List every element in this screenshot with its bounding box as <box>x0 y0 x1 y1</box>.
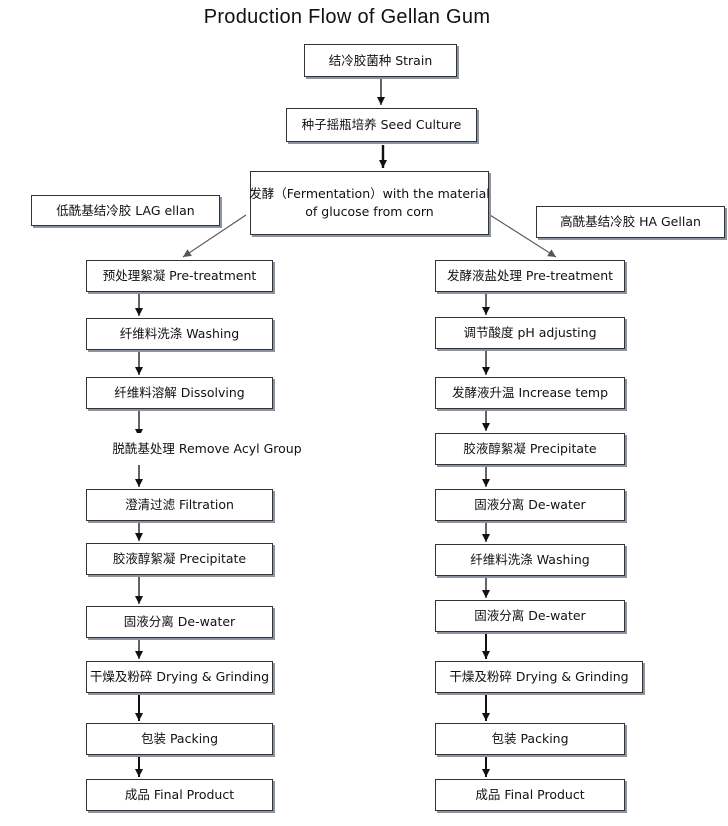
diagram-title: Production Flow of Gellan Gum <box>203 6 491 28</box>
seed-culture-label: 种子摇瓶培养 Seed Culture <box>301 117 462 132</box>
left-step-packing-text: 包装 Packing <box>140 731 219 746</box>
fermentation-box: 发酵（Fermentation）with the material of glu… <box>249 171 490 235</box>
right-step-dewater-1-text: 固液分离 De-water <box>474 497 586 512</box>
left-step-drying-grinding-box: 干燥及粉碎 Drying & Grinding <box>86 661 273 693</box>
high-acyl-gellan-box: 高酰基结冷胶 HA Gellan <box>536 206 725 238</box>
left-step-precipitate-text: 胶液醇絮凝 Precipitate <box>112 551 247 566</box>
arrow-fermentation-to-right <box>489 214 557 258</box>
strain-label: 结冷胶菌种 Strain <box>328 52 433 68</box>
left-step-final-product-text: 成品 Final Product <box>124 787 235 802</box>
left-step-pretreatment-box: 预处理絮凝 Pre-treatment <box>86 260 273 292</box>
high-acyl-gellan-label: 高酰基结冷胶 HA Gellan <box>560 214 701 229</box>
left-step-dewater-box: 固液分离 De-water <box>86 606 273 638</box>
left-step-filtration-box: 澄清过滤 Filtration <box>86 489 273 521</box>
right-step-increase-temp-box: 发酵液升温 Increase temp <box>435 377 625 409</box>
left-step-precipitate-box: 胶液醇絮凝 Precipitate <box>86 543 273 575</box>
left-step-remove-acyl-group-label: 脱酰基处理 Remove Acyl Group <box>102 433 312 465</box>
right-step-drying-grinding-box: 干燥及粉碎 Drying & Grinding <box>435 661 643 693</box>
left-step-washing-text: 纤维料洗涤 Washing <box>119 326 240 341</box>
low-acyl-gellan-box: 低酰基结冷胶 LAG ellan <box>31 195 220 226</box>
right-step-dewater-2-text: 固液分离 De-water <box>474 608 586 623</box>
left-step-dissolving-text: 纤维料溶解 Dissolving <box>114 385 245 400</box>
right-step-packing-text: 包装 Packing <box>491 731 569 746</box>
left-step-drying-grinding-text: 干燥及粉碎 Drying & Grinding <box>89 669 270 684</box>
low-acyl-gellan-label: 低酰基结冷胶 LAG ellan <box>56 202 195 218</box>
left-step-pretreatment-text: 预处理絮凝 Pre-treatment <box>102 268 257 283</box>
right-step-precipitate-text: 胶液醇絮凝 Precipitate <box>463 441 597 456</box>
strain-box: 结冷胶菌种 Strain <box>304 44 457 77</box>
left-step-dissolving-box: 纤维料溶解 Dissolving <box>86 377 273 409</box>
right-step-drying-grinding-text: 干燥及粉碎 Drying & Grinding <box>449 669 629 684</box>
right-step-increase-temp-text: 发酵液升温 Increase temp <box>451 385 609 400</box>
right-step-final-product-box: 成品 Final Product <box>435 779 625 811</box>
right-step-dewater-1-box: 固液分离 De-water <box>435 489 625 521</box>
arrow-fermentation-to-left <box>182 214 247 258</box>
right-step-precipitate-box: 胶液醇絮凝 Precipitate <box>435 433 625 465</box>
left-step-final-product-box: 成品 Final Product <box>86 779 273 811</box>
right-step-dewater-2-box: 固液分离 De-water <box>435 600 625 632</box>
right-step-washing-text: 纤维料洗涤 Washing <box>470 552 590 567</box>
right-step-final-product-text: 成品 Final Product <box>475 787 585 802</box>
right-step-washing-box: 纤维料洗涤 Washing <box>435 544 625 576</box>
left-step-washing-box: 纤维料洗涤 Washing <box>86 318 273 350</box>
left-step-filtration-text: 澄清过滤 Filtration <box>125 497 234 512</box>
right-step-salt-pretreatment-box: 发酵液盐处理 Pre-treatment <box>435 260 625 292</box>
fermentation-line-1: 发酵（Fermentation）with the material <box>249 186 490 201</box>
left-step-packing-box: 包装 Packing <box>86 723 273 755</box>
seed-culture-box: 种子摇瓶培养 Seed Culture <box>286 108 477 142</box>
left-step-remove-acyl-group-text: 脱酰基处理 Remove Acyl Group <box>112 441 302 456</box>
left-step-dewater-text: 固液分离 De-water <box>123 614 236 629</box>
right-step-packing-box: 包装 Packing <box>435 723 625 755</box>
fermentation-line-2: of glucose from corn <box>305 204 434 219</box>
right-step-salt-pretreatment-text: 发酵液盐处理 Pre-treatment <box>446 268 614 283</box>
right-step-ph-adjusting-text: 调节酸度 pH adjusting <box>463 325 597 340</box>
right-step-ph-adjusting-box: 调节酸度 pH adjusting <box>435 317 625 349</box>
